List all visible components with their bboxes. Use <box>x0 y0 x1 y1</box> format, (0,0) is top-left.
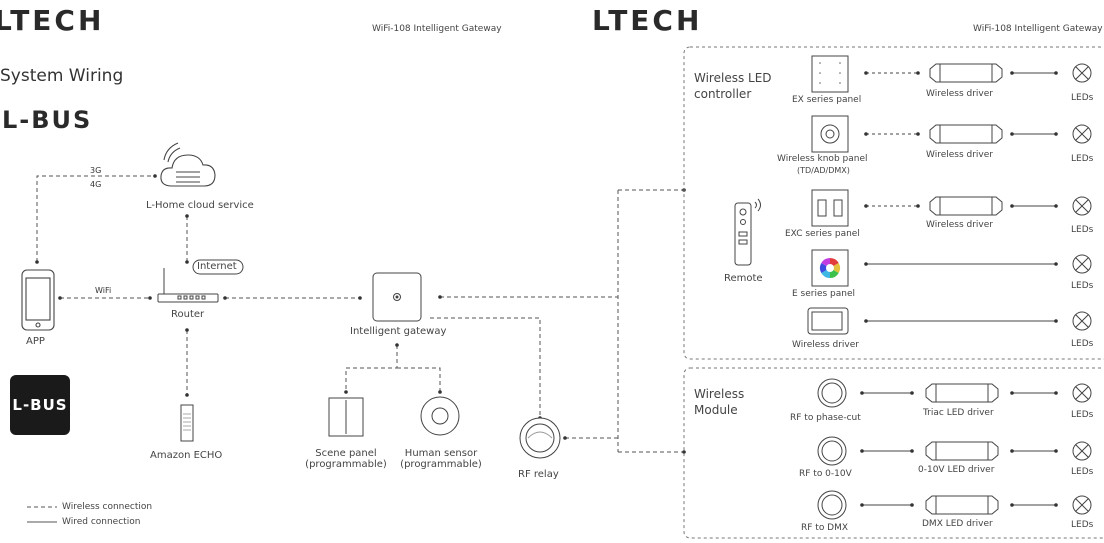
app-label: APP <box>26 336 45 347</box>
driver-label: Wireless driver <box>926 89 993 99</box>
exc-panel-icon <box>811 189 849 227</box>
human-sensor-icon <box>420 396 460 436</box>
led-icon <box>1072 495 1092 515</box>
scene-panel-icon <box>328 397 364 437</box>
leds-label: LEDs <box>1071 410 1094 420</box>
header-subtitle-left: WiFi-108 Intelligent Gateway <box>372 24 502 34</box>
driver-icon <box>929 63 1003 83</box>
leds-label: LEDs <box>1071 225 1094 235</box>
echo-icon <box>180 404 194 442</box>
e-panel-icon <box>811 249 849 287</box>
rf-0-10v-label: RF to 0-10V <box>799 469 852 479</box>
ltech-logo-right: LTECH <box>592 4 703 37</box>
led-icon <box>1072 311 1092 331</box>
ex-panel-icon <box>811 55 849 93</box>
driver-icon <box>925 441 999 461</box>
driver-icon <box>925 383 999 403</box>
wireless-led-controller-title: Wireless LED controller <box>694 71 772 101</box>
router-label: Router <box>171 309 205 320</box>
wireless-module-title: Wireless Module <box>694 387 745 417</box>
remote-label: Remote <box>724 273 763 284</box>
cloud-label: L-Home cloud service <box>146 200 254 211</box>
scene-panel-label: Scene panel (programmable) <box>305 448 387 470</box>
led-icon <box>1072 124 1092 144</box>
rf-phase-cut-label: RF to phase-cut <box>790 413 861 423</box>
internet-badge <box>192 259 244 275</box>
remote-icon <box>734 198 761 266</box>
phone-icon <box>21 269 55 331</box>
brand-title: L-BUS <box>2 106 93 134</box>
led-icon <box>1072 383 1092 403</box>
rf-dmx-label: RF to DMX <box>801 523 849 533</box>
gateway-label: Intelligent gateway <box>350 326 447 337</box>
driver-label: Wireless driver <box>926 150 993 160</box>
legend-wired: Wired connection <box>62 517 141 527</box>
0-10v-driver-label: 0-10V LED driver <box>918 465 995 475</box>
wireless-driver-panel-icon <box>807 307 849 335</box>
triac-driver-label: Triac LED driver <box>923 408 994 418</box>
rf-module-icon <box>817 490 847 520</box>
knob-panel-icon <box>811 115 849 153</box>
wireless-driver-panel-label: Wireless driver <box>792 340 859 350</box>
rf-relay-label: RF relay <box>518 469 559 480</box>
led-icon <box>1072 441 1092 461</box>
internet-label: Internet <box>197 261 237 272</box>
cloud-icon <box>160 142 216 187</box>
driver-icon <box>925 495 999 515</box>
rf-module-icon <box>817 378 847 408</box>
legend-wireless: Wireless connection <box>62 502 153 512</box>
leds-label: LEDs <box>1071 520 1094 530</box>
leds-label: LEDs <box>1071 281 1094 291</box>
colour-wheel-icon <box>819 257 841 279</box>
rf-module-icon <box>817 436 847 466</box>
leds-label: LEDs <box>1071 339 1094 349</box>
exc-panel-label: EXC series panel <box>785 229 860 239</box>
led-icon <box>1072 254 1092 274</box>
header-subtitle-right: WiFi-108 Intelligent Gateway <box>973 24 1103 34</box>
human-sensor-label: Human sensor (programmable) <box>400 448 482 470</box>
gateway-icon <box>372 272 422 322</box>
driver-icon <box>929 124 1003 144</box>
ex-panel-label: EX series panel <box>792 95 862 105</box>
echo-label: Amazon ECHO <box>150 450 223 461</box>
led-icon <box>1072 196 1092 216</box>
driver-icon <box>929 196 1003 216</box>
ltech-logo-left: LTECH <box>0 4 105 37</box>
knob-panel-sub-label: (TD/AD/DMX) <box>797 166 850 175</box>
wireless-module-box <box>683 367 1104 539</box>
label-4g: 4G <box>90 180 102 189</box>
led-icon <box>1072 63 1092 83</box>
dmx-driver-label: DMX LED driver <box>922 519 993 529</box>
leds-label: LEDs <box>1071 93 1094 103</box>
wifi-label: WiFi <box>95 286 112 295</box>
leds-label: LEDs <box>1071 154 1094 164</box>
rf-relay-icon <box>519 417 561 459</box>
label-3g: 3G <box>90 166 102 175</box>
router-icon <box>157 268 219 303</box>
driver-label: Wireless driver <box>926 220 993 230</box>
knob-panel-label: Wireless knob panel <box>777 154 868 164</box>
e-panel-label: E series panel <box>792 289 856 299</box>
leds-label: LEDs <box>1071 467 1094 477</box>
page-title: System Wiring <box>0 66 124 86</box>
lbus-logo: L-BUS <box>10 375 70 435</box>
